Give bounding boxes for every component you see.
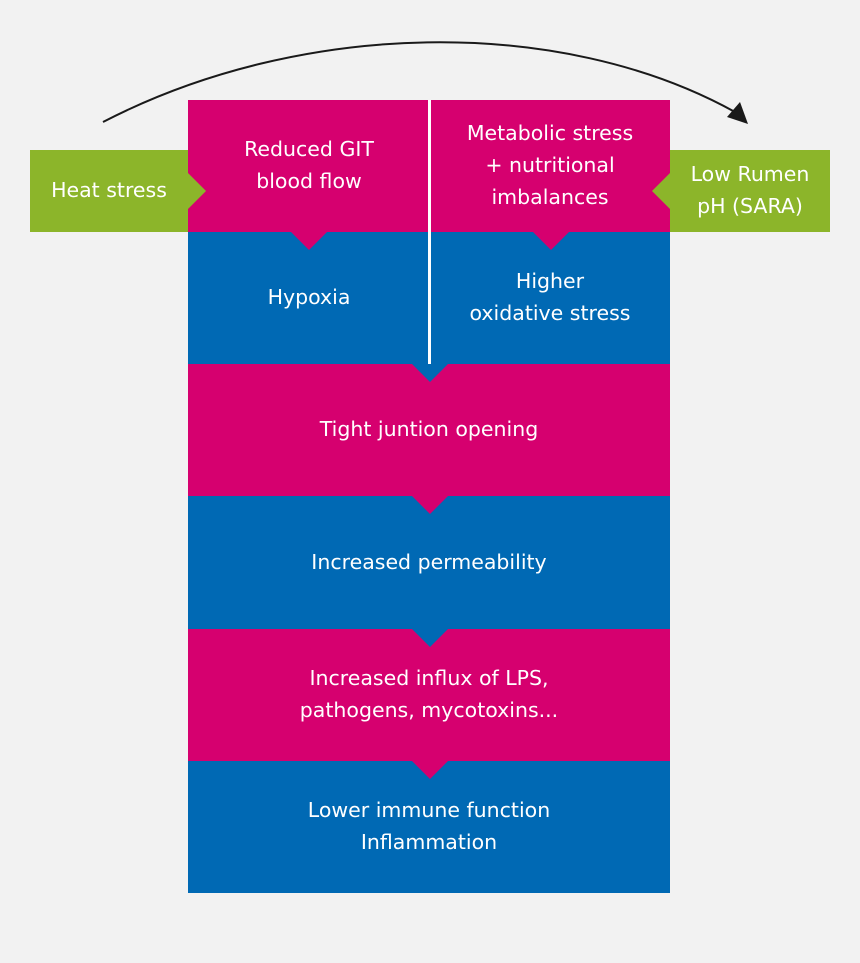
heat-stress-pointer [188,173,206,209]
oxidative-line-1: Higher [515,269,585,294]
hypoxia-box: Hypoxia [188,232,430,364]
increased-influx-box: Increased influx of LPS, pathogens, myco… [188,629,670,761]
reduced-git-blood-flow-box: Reduced GIT blood flow [188,100,430,232]
reduced-git-line-1: Reduced GIT [244,137,374,162]
reduced-git-line-2: blood flow [256,169,362,193]
influx-pointer [412,761,448,779]
middle-row-pointer [412,364,448,382]
curved-arrow-path [102,41,736,123]
curved-arrow-head [727,102,748,124]
influx-line-1: Increased influx of LPS, [309,666,549,691]
oxidative-line-2: oxidative stress [469,301,631,325]
permeability-pointer [412,629,448,647]
oxidative-stress-box: Higher oxidative stress [430,232,670,364]
metabolic-line-1: Metabolic stress [466,121,634,146]
permeability-line-1: Increased permeability [311,549,547,574]
heat-stress-box: Heat stress [30,150,188,232]
tight-junction-opening-box: Tight juntion opening [188,364,670,496]
immune-line-1: Lower immune function [307,798,551,823]
lower-immune-function-box: Lower immune function Inflammation [188,761,670,893]
increased-permeability-box: Increased permeability [188,496,670,629]
low-rumen-pointer [652,173,670,209]
low-rumen-line-1: Low Rumen [690,162,810,187]
tight-junction-pointer [412,496,448,514]
column-divider [428,100,431,364]
low-rumen-line-2: pH (SARA) [697,194,803,218]
influx-line-2: pathogens, mycotoxins... [299,698,559,722]
metabolic-line-3: imbalances [491,184,609,209]
metabolic-stress-pointer [533,232,569,250]
tight-junction-line-1: Tight juntion opening [319,417,539,442]
immune-line-2: Inflammation [360,830,498,854]
curved-arrow-right-icon [102,41,748,124]
metabolic-line-2: + nutritional [485,153,615,178]
reduced-git-pointer [291,232,327,250]
hypoxia-line-1: Hypoxia [267,285,351,310]
heat-stress-line-1: Heat stress [51,178,167,203]
metabolic-stress-box: Metabolic stress + nutritional imbalance… [430,100,670,232]
low-rumen-ph-box: Low Rumen pH (SARA) [670,150,830,232]
